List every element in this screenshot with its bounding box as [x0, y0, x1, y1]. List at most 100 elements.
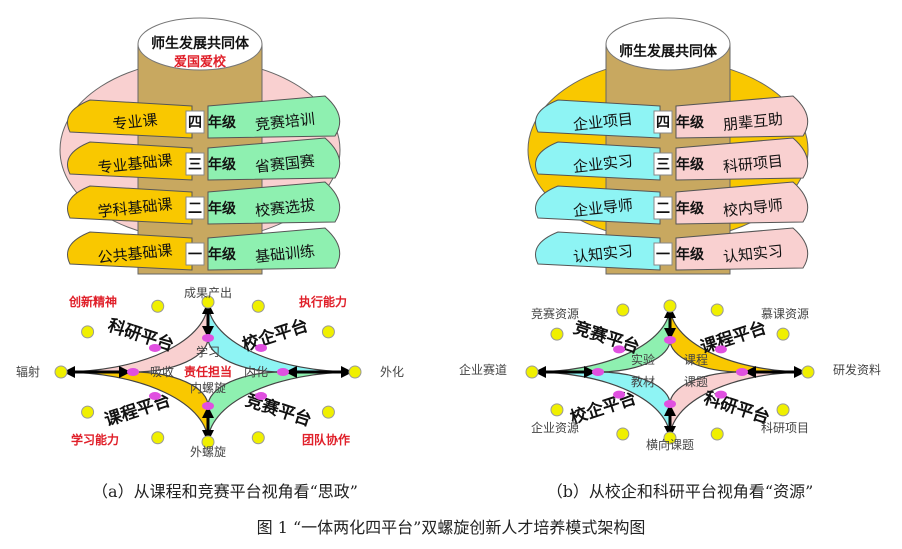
magenta-node — [148, 343, 161, 352]
grade-box — [185, 242, 205, 266]
grade-number: 四 — [656, 115, 670, 131]
magenta-node — [736, 368, 748, 376]
grade-suffix: 年级 — [208, 156, 237, 173]
magenta-node — [277, 368, 289, 376]
left-top-subtitle: 爱国爱校 — [174, 54, 227, 70]
layer-left-band — [67, 231, 193, 271]
label-radiate: 辐射 — [16, 364, 40, 379]
magenta-node — [255, 343, 268, 352]
yellow-node — [348, 365, 362, 379]
yellow-node — [616, 427, 630, 441]
grade-number: 三 — [656, 157, 670, 173]
grade-suffix: 年级 — [676, 200, 705, 217]
layer-left-band — [535, 99, 661, 139]
platform-label: 课程平台 — [102, 390, 173, 431]
layer-left-band — [535, 141, 661, 181]
magenta-node — [592, 368, 604, 376]
label-execution: 执行能力 — [299, 294, 347, 309]
yellow-node — [525, 365, 539, 379]
layer-left-band — [535, 231, 661, 271]
right-top-title: 师生发展共同体 — [619, 43, 718, 60]
magenta-node — [255, 392, 268, 401]
magenta-node — [202, 402, 214, 410]
yellow-node — [54, 365, 68, 379]
layer-left-band — [67, 99, 193, 139]
label-innovation: 创新精神 — [68, 294, 117, 309]
layer-right-band — [207, 95, 341, 139]
layer-right-band — [207, 227, 341, 271]
layer-left-band — [535, 185, 661, 225]
label-course: 课程 — [684, 352, 708, 367]
magenta-node — [714, 345, 727, 354]
yellow-node — [201, 295, 215, 309]
label-horizontal-topic: 横向课题 — [646, 437, 694, 452]
yellow-node — [663, 431, 677, 445]
label-absorb: 吸收 — [150, 365, 174, 379]
yellow-node — [81, 405, 95, 419]
layer-right-band — [675, 181, 809, 225]
right-spiral-stack: 企业项目四年级朋辈互助企业实习三年级科研项目企业导师二年级校内导师认知实习一年级… — [527, 17, 809, 275]
grade-box — [185, 196, 205, 220]
yellow-node — [710, 427, 724, 441]
label-output: 成果产出 — [184, 286, 232, 300]
layer-right-band — [675, 95, 809, 139]
caption-a: （a）从课程和竞赛平台视角看“思政” — [92, 482, 358, 501]
magenta-node — [613, 345, 626, 354]
yellow-node — [776, 327, 790, 341]
label-topic: 课题 — [684, 375, 708, 389]
layer-right-band — [675, 227, 809, 271]
layer-right-band — [207, 181, 341, 225]
magenta-node — [714, 390, 727, 399]
yellow-node — [710, 303, 724, 317]
grade-number: 三 — [188, 157, 202, 173]
left-top-title: 师生发展共同体 — [151, 35, 250, 52]
layer-left-band — [67, 141, 193, 181]
label-teamwork: 团队协作 — [302, 432, 350, 447]
magenta-node — [664, 336, 676, 344]
grade-number: 一 — [188, 247, 202, 263]
label-enterprise-track: 企业赛道 — [459, 362, 507, 377]
label-competition-resource: 竞赛资源 — [531, 306, 579, 321]
yellow-node — [663, 299, 677, 313]
yellow-node — [550, 403, 564, 417]
caption-b: （b）从校企和科研平台视角看“资源” — [547, 482, 814, 501]
grade-box — [185, 110, 205, 134]
label-learn: 学习 — [196, 344, 220, 359]
yellow-node — [321, 325, 335, 339]
magenta-node — [613, 390, 626, 399]
yellow-node — [151, 299, 165, 313]
label-outer-spiral: 外螺旋 — [190, 445, 226, 459]
platform-label: 竞赛平台 — [571, 317, 642, 358]
cylinder-top — [605, 17, 731, 71]
label-inner-spiral: 内螺旋 — [190, 381, 226, 395]
grade-suffix: 年级 — [676, 246, 705, 263]
yellow-node — [776, 403, 790, 417]
cylinder-top — [137, 17, 263, 71]
grade-box — [185, 152, 205, 176]
magenta-node — [202, 334, 214, 342]
label-textbook: 教材 — [631, 374, 655, 389]
grade-number: 四 — [188, 115, 202, 131]
platform-label: 竞赛平台 — [243, 390, 314, 431]
layer-right-band — [675, 137, 809, 181]
grade-suffix: 年级 — [208, 246, 237, 263]
magenta-node — [127, 368, 139, 376]
yellow-node — [801, 365, 815, 379]
grade-box — [653, 196, 673, 220]
label-experiment: 实验 — [631, 352, 655, 367]
grade-number: 二 — [188, 201, 202, 217]
platform-label: 校企平台 — [240, 315, 311, 356]
left-spiral-stack: 专业课四年级竞赛培训专业基础课三年级省赛国赛学科基础课二年级校赛选拔公共基础课一… — [59, 17, 341, 275]
grade-number: 二 — [656, 201, 670, 217]
label-learning-ability: 学习能力 — [71, 432, 119, 447]
grade-suffix: 年级 — [676, 114, 705, 131]
label-externalize: 外化 — [380, 365, 404, 379]
label-responsibility: 责任担当 — [184, 364, 232, 379]
grade-suffix: 年级 — [208, 200, 237, 217]
yellow-node — [201, 435, 215, 449]
figure-title: 图 1 “一体两化四平台”双螺旋创新人才培养模式架构图 — [257, 518, 646, 537]
platform-label: 课程平台 — [698, 317, 769, 358]
grade-number: 一 — [656, 247, 670, 263]
grade-box — [653, 152, 673, 176]
